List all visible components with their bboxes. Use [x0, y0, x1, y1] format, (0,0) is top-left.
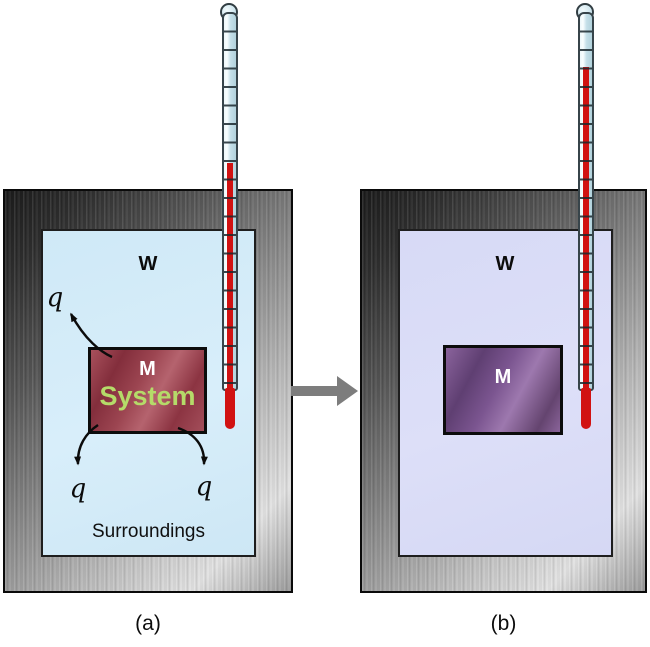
metal-label-a: M — [139, 358, 156, 380]
thermometer-a-scale-ticks — [224, 14, 236, 389]
system-box-b: M — [443, 345, 563, 435]
caption-b: (b) — [490, 612, 517, 635]
caption-a: (a) — [135, 612, 161, 635]
water-label-a: W — [138, 253, 159, 275]
thermometer-b-scale-ticks — [580, 14, 592, 389]
transition-arrow-shaft — [291, 386, 338, 396]
system-label: System — [99, 381, 196, 411]
system-box-a: M System — [88, 347, 207, 434]
metal-label-b: M — [494, 366, 512, 388]
heat-q-label-bottom-left: q — [69, 474, 87, 504]
transition-arrow-head — [337, 376, 358, 406]
heat-q-label-bottom-right: q — [195, 472, 213, 502]
thermometer-b — [576, 3, 596, 431]
thermometer-a — [220, 3, 240, 431]
thermometer-a-bulb-icon — [225, 388, 235, 429]
heat-q-label-top-left: q — [46, 283, 64, 313]
water-label-b: W — [495, 253, 516, 275]
surroundings-label: Surroundings — [91, 521, 206, 542]
calorimeter-frame-a: W Surroundings — [3, 189, 293, 593]
thermometer-b-bulb-icon — [581, 388, 591, 429]
